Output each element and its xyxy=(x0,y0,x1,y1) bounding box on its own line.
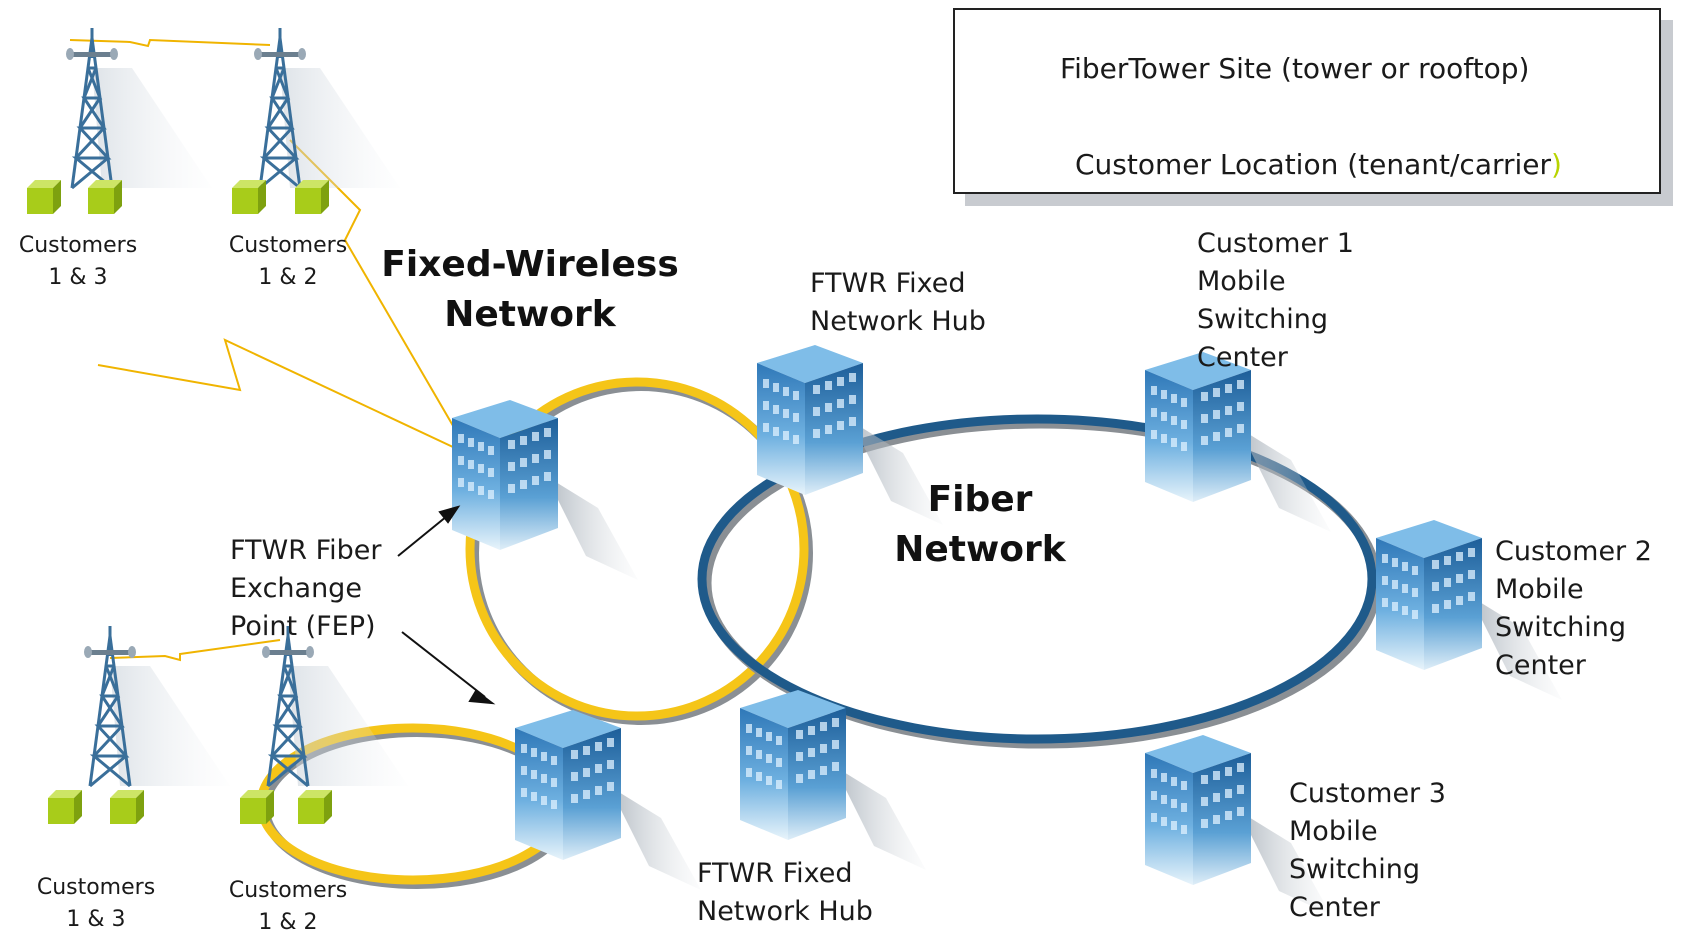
customer-box-icon xyxy=(240,790,274,824)
legend-customer-label: Customer Location (tenant/carrier) xyxy=(1075,148,1562,181)
customer-box-icon xyxy=(295,180,329,214)
customer-box-icon xyxy=(232,180,266,214)
legend xyxy=(953,8,1661,194)
office-building-icon xyxy=(452,400,638,580)
radio-link-top xyxy=(69,38,271,48)
cell-tower-icon xyxy=(252,26,402,190)
office-building-icon xyxy=(515,710,701,890)
customer-box-icon xyxy=(110,790,144,824)
wireless-ring-main xyxy=(465,377,809,721)
office-building-icon xyxy=(1145,352,1331,532)
fep-arrows xyxy=(397,505,496,705)
radio-link-bottom xyxy=(109,639,281,662)
customer-box-icon xyxy=(48,790,82,824)
legend-tower-label: FiberTower Site (tower or rooftop) xyxy=(1060,52,1530,85)
radio-link-offpage xyxy=(97,338,471,456)
customer-box-icon xyxy=(27,180,61,214)
office-building-icon xyxy=(740,690,926,870)
cell-tower-icon xyxy=(64,26,214,190)
customer-box-icon xyxy=(88,180,122,214)
customer-box-icon xyxy=(298,790,332,824)
